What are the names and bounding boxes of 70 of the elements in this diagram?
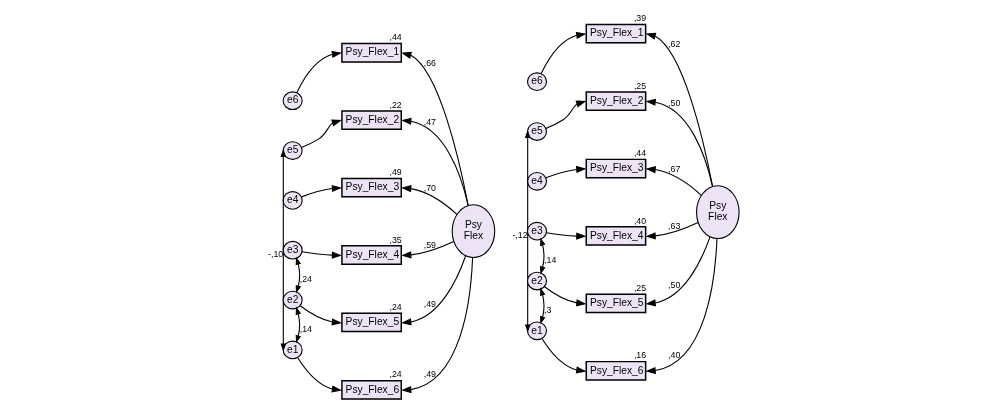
arrow — [644, 222, 699, 240]
node-circle: e3 — [282, 240, 303, 260]
arrow — [295, 306, 301, 344]
arrow — [400, 51, 469, 207]
node-circle: e2 — [526, 271, 547, 291]
arrow — [295, 50, 342, 94]
arrow — [543, 286, 586, 307]
edge-label: ,14 — [299, 324, 312, 335]
node-label: ,49 — [389, 167, 402, 178]
node-label: ,44 — [389, 32, 402, 43]
edge-label: -,10 — [267, 249, 283, 260]
arrow — [400, 257, 473, 394]
edge-label: ,40 — [667, 349, 680, 360]
arrow — [400, 255, 466, 326]
arrow — [644, 166, 702, 196]
node-ellipse: Psy Flex — [695, 185, 740, 240]
edge-label: ,49 — [423, 368, 436, 379]
node-label: ,24 — [389, 302, 402, 313]
edge-label: ,59 — [423, 239, 436, 250]
edge-label: ,67 — [667, 163, 680, 174]
arrow — [299, 305, 342, 326]
node-circle: e6 — [526, 72, 547, 92]
node-circle: e4 — [526, 172, 547, 191]
node-ellipse: Psy Flex — [451, 204, 495, 259]
node-label: ,22 — [389, 99, 402, 110]
arrow — [544, 100, 586, 129]
node-circle: e6 — [282, 91, 303, 111]
arrow — [644, 98, 713, 187]
arrow — [539, 237, 545, 275]
arrow — [400, 241, 454, 259]
node-label: ,44 — [633, 148, 646, 159]
edge-label: ,62 — [667, 38, 680, 49]
arrow — [280, 148, 286, 352]
edge-label: ,24 — [299, 274, 312, 285]
edge-label: ,70 — [423, 182, 436, 193]
edge-label: ,50 — [667, 97, 680, 108]
edge-label: ,63 — [667, 220, 680, 231]
edge-label: ,66 — [423, 58, 436, 69]
node-label: ,39 — [633, 13, 646, 24]
arrow — [300, 119, 342, 149]
arrow — [524, 129, 530, 333]
arrow — [296, 356, 342, 393]
arrow — [644, 238, 717, 375]
edge-label: ,49 — [423, 299, 436, 310]
arrow — [544, 165, 586, 179]
arrow — [644, 236, 710, 307]
arrow — [295, 256, 301, 294]
edge-label: -,12 — [511, 230, 528, 241]
node-label: ,25 — [633, 282, 646, 293]
node-circle: e3 — [526, 221, 547, 241]
arrow — [400, 185, 457, 215]
arrow — [400, 117, 469, 207]
node-label: ,35 — [389, 234, 402, 245]
node-label: ,16 — [633, 350, 646, 361]
arrow — [645, 32, 713, 187]
arrow — [300, 251, 342, 259]
node-circle: e4 — [282, 191, 303, 210]
arrow — [540, 31, 586, 75]
arrow — [539, 287, 545, 325]
edge-label: ,14 — [543, 255, 556, 266]
edge-label: ,50 — [667, 280, 680, 291]
edge-label: ,3 — [543, 305, 551, 316]
node-label: ,40 — [633, 215, 646, 226]
node-circle: e2 — [282, 290, 303, 310]
edge-label: ,47 — [423, 116, 436, 127]
arrow — [545, 232, 586, 240]
arrow — [540, 337, 586, 374]
node-label: ,24 — [389, 369, 402, 380]
arrow — [300, 184, 342, 198]
node-label: ,25 — [633, 80, 646, 91]
